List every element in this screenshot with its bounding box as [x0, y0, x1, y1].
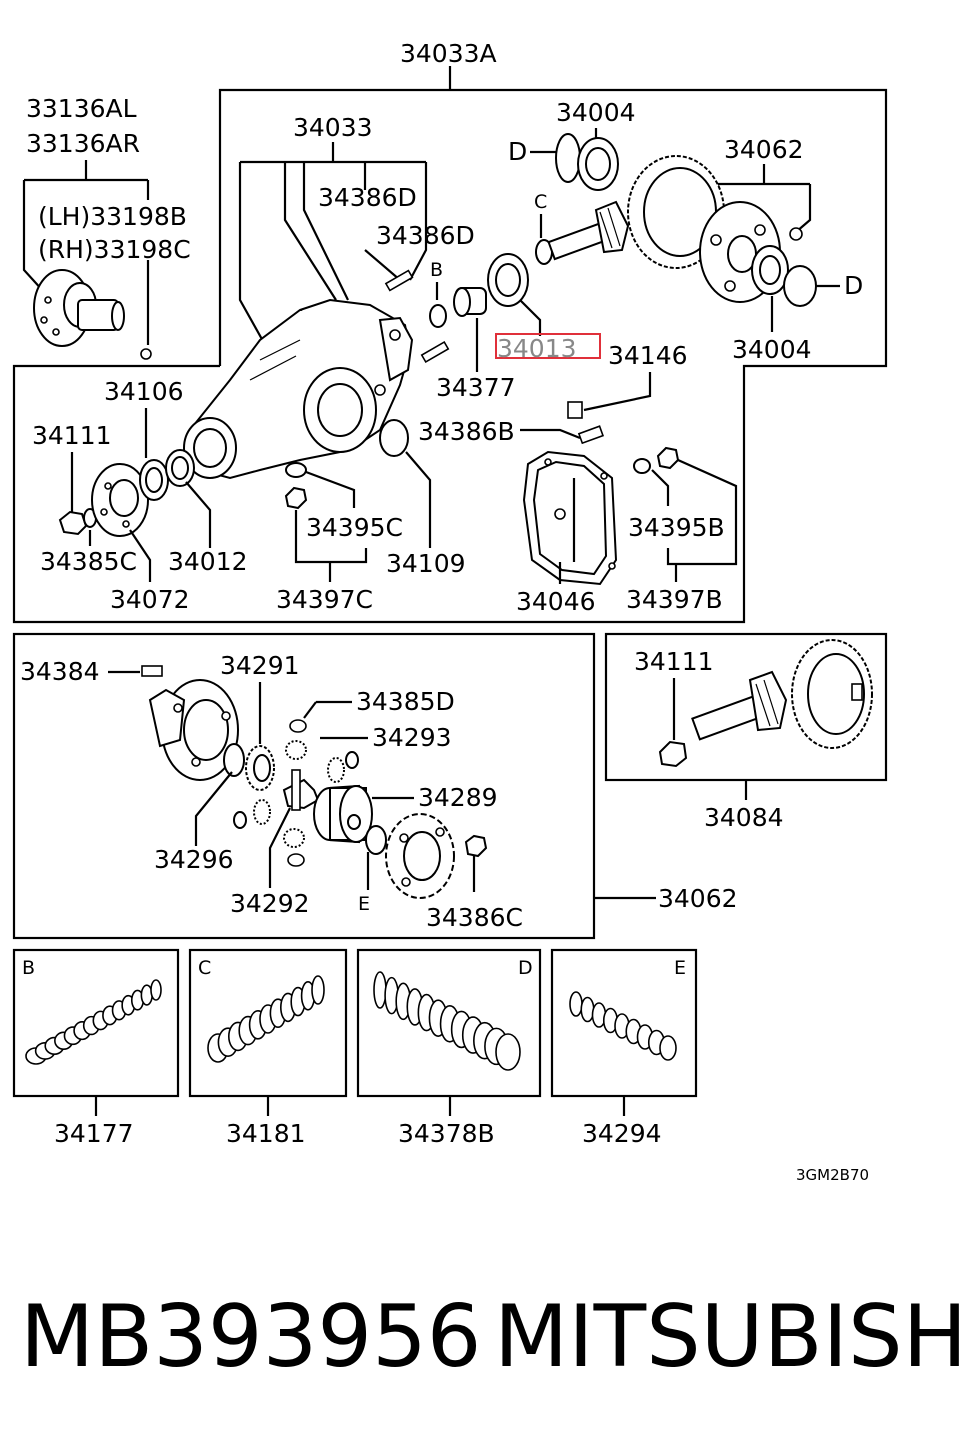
case-34289-drawing	[313, 784, 373, 844]
label-34146: 34146	[608, 341, 688, 370]
ref-letter-d-right: D	[844, 271, 863, 300]
label-34181: 34181	[226, 1119, 306, 1148]
drawing-code: 3GM2B70	[796, 1166, 869, 1184]
label-34111-top: 34111	[32, 421, 112, 450]
label-34012: 34012	[168, 547, 248, 576]
label-34386d-1: 34386D	[318, 183, 417, 212]
spacer-box-c: C 34181	[188, 948, 348, 1148]
seal-ring-drawing	[379, 419, 409, 457]
caption-brand: MITSUBISHI	[494, 1287, 960, 1387]
label-34033: 34033	[293, 113, 373, 142]
housing-drawing	[183, 298, 414, 480]
flange-shaft-drawing	[33, 269, 125, 347]
label-34111-bottom: 34111	[634, 647, 714, 676]
label-34289: 34289	[418, 783, 498, 812]
label-34397c: 34397C	[276, 585, 373, 614]
bearing-34004-top-drawing	[555, 133, 619, 191]
companion-flange-drawing	[58, 449, 195, 537]
spacer-ring	[659, 1035, 677, 1061]
label-34294: 34294	[582, 1119, 662, 1148]
spacer-ring	[495, 1033, 521, 1071]
label-34385c: 34385C	[40, 547, 137, 576]
label-34386b: 34386B	[418, 417, 515, 446]
spacer-ring	[569, 991, 583, 1017]
bearing-34004-right-drawing	[751, 245, 817, 307]
spacer-box-b: B 34177	[12, 948, 180, 1148]
label-lh-33198b: (LH)33198B	[38, 202, 187, 231]
sleeve-drawing	[453, 287, 487, 317]
label-34106: 34106	[104, 377, 184, 406]
label-34013[interactable]: 34013	[497, 334, 577, 363]
box-letter-c: C	[198, 957, 211, 979]
gear-set-drawing	[658, 639, 873, 768]
label-rh-33198c: (RH)33198C	[38, 235, 191, 264]
box-letter-d: D	[518, 957, 533, 979]
main-assembly-frame	[12, 88, 888, 624]
label-34397b: 34397B	[626, 585, 723, 614]
label-34033a: 34033A	[400, 39, 497, 68]
ref-letter-c: C	[534, 191, 547, 213]
label-34109: 34109	[386, 549, 466, 578]
breather-drawing	[567, 401, 583, 419]
label-34046: 34046	[516, 587, 596, 616]
label-34084: 34084	[704, 803, 784, 832]
box-letter-b: B	[22, 957, 35, 979]
bolt-34386d-drawing	[384, 269, 450, 364]
label-34377: 34377	[436, 373, 516, 402]
label-34293: 34293	[372, 723, 452, 752]
spacer-ring	[311, 975, 325, 1005]
label-34395b: 34395B	[628, 513, 725, 542]
box-letter-e: E	[674, 957, 686, 979]
plug-34395b-drawing	[633, 446, 680, 474]
pinion-gears-drawing	[233, 740, 359, 867]
label-34291: 34291	[220, 651, 300, 680]
label-33136al: 33136AL	[26, 94, 137, 123]
label-34386c: 34386C	[426, 903, 523, 932]
label-34062-bottom: 34062	[658, 884, 738, 913]
label-34062-top: 34062	[724, 135, 804, 164]
label-34384: 34384	[20, 657, 100, 686]
caption-part-number: MB393956	[20, 1287, 482, 1387]
label-34004-right: 34004	[732, 335, 812, 364]
cover-drawing	[522, 450, 618, 586]
label-33136ar: 33136AR	[26, 129, 140, 158]
label-34292: 34292	[230, 889, 310, 918]
ref-letter-b: B	[430, 259, 443, 281]
label-34296: 34296	[154, 845, 234, 874]
label-34177: 34177	[54, 1119, 134, 1148]
diff-cover-drawing	[385, 813, 488, 899]
ref-letter-e: E	[358, 893, 370, 915]
ref-letter-d-left: D	[508, 137, 527, 166]
spacer-box-d: D 34378B	[356, 948, 542, 1148]
bearing-34013-drawing	[487, 253, 529, 307]
pinion-drawing	[547, 200, 630, 261]
highlight-box-34013[interactable]	[495, 333, 601, 359]
spacer-ring	[150, 979, 162, 1001]
label-34004-top: 34004	[556, 98, 636, 127]
label-34395c: 34395C	[306, 513, 403, 542]
side-gear-drawing	[245, 745, 275, 791]
plug-34395c-drawing	[284, 462, 308, 510]
diff-case-drawing	[148, 679, 245, 781]
label-34378b: 34378B	[398, 1119, 495, 1148]
label-34385d: 34385D	[356, 687, 455, 716]
spacer-box-e: E 34294	[550, 948, 698, 1148]
diff-assembly-frame	[12, 632, 596, 940]
spacer-ring	[373, 971, 387, 1009]
label-34386d-2: 34386D	[376, 221, 475, 250]
label-34072: 34072	[110, 585, 190, 614]
